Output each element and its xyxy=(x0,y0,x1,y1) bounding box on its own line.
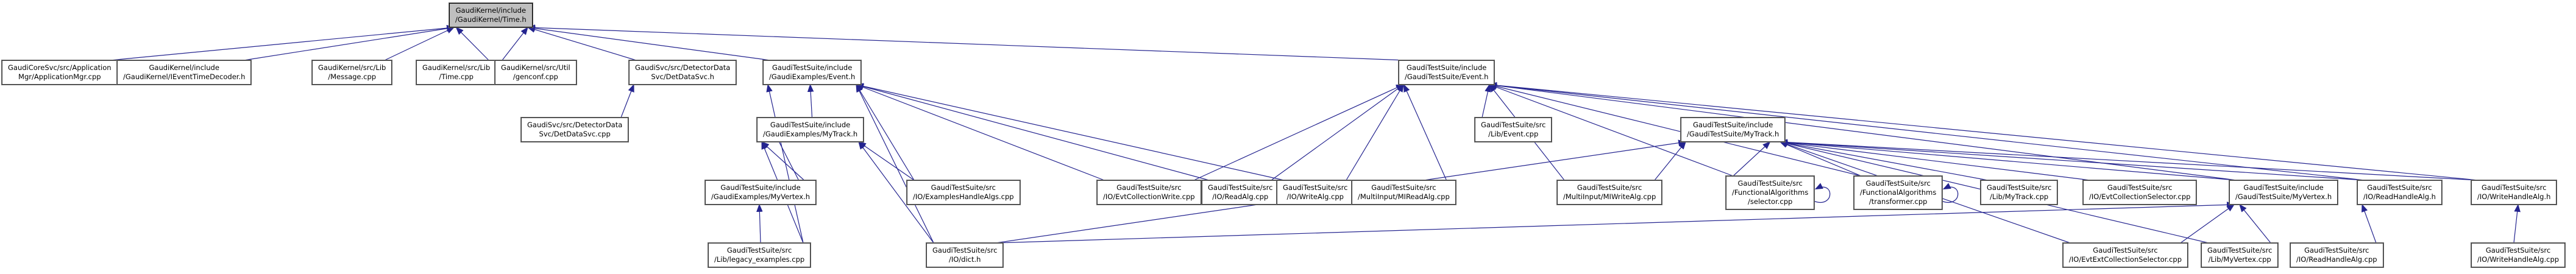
graph-node-detdatasvc_h[interactable]: GaudiSvc/src/DetectorData Svc/DetDataSvc… xyxy=(628,60,737,85)
edge-ietd-to-time_h xyxy=(243,25,455,61)
edge-dict-to-event_ge xyxy=(856,83,934,244)
edge-selector-to-selector xyxy=(1814,183,1831,203)
edge-readhandle_h-to-mytrack_ts xyxy=(1779,139,2365,181)
graph-node-writehandle_h[interactable]: GaudiTestSuite/src /IO/WriteHandleAlg.h xyxy=(2470,180,2558,205)
graph-node-dict[interactable]: GaudiTestSuite/src /IO/dict.h xyxy=(925,242,1004,268)
graph-node-writealg[interactable]: GaudiTestSuite/src /IO/WriteAlg.cpp xyxy=(1276,180,1355,205)
graph-node-readalg[interactable]: GaudiTestSuite/src /IO/ReadAlg.cpp xyxy=(1201,180,1280,205)
edge-time_cpp-to-time_h xyxy=(455,27,489,61)
graph-node-mytrack_ge[interactable]: GaudiTestSuite/include /GaudiExamples/My… xyxy=(756,117,865,142)
graph-node-evtcolwrite[interactable]: GaudiTestSuite/src /IO/EvtCollectionWrit… xyxy=(1096,180,1202,205)
edge-readhandle_cpp-to-readhandle_h xyxy=(2361,203,2377,244)
graph-node-mytrack_cpp[interactable]: GaudiTestSuite/src /Lib/MyTrack.cpp xyxy=(1979,180,2059,205)
edge-evtcolwrite-to-event_ge xyxy=(855,84,1105,181)
graph-node-myvertex_ge[interactable]: GaudiTestSuite/include /GaudiExamples/My… xyxy=(704,180,817,205)
graph-node-readhandle_cpp[interactable]: GaudiTestSuite/src /IO/ReadHandleAlg.cpp xyxy=(2290,242,2384,268)
edge-readhandle_h-to-event_ts xyxy=(1488,82,2365,181)
graph-node-legacy[interactable]: GaudiTestSuite/src /Lib/legacy_examples.… xyxy=(707,242,812,268)
graph-node-myvertex_cpp[interactable]: GaudiTestSuite/src /Lib/MyVertex.cpp xyxy=(2200,242,2279,268)
edge-legacy-to-event_ge xyxy=(766,83,804,244)
edge-myvertex_cpp-to-myvertex_ts xyxy=(2239,203,2271,244)
graph-node-evtextcolsel[interactable]: GaudiTestSuite/src /IO/EvtExtCollectionS… xyxy=(2062,242,2188,268)
edge-myvertex_ts-to-mytrack_ts xyxy=(1779,139,2237,181)
graph-node-miwritealg[interactable]: GaudiTestSuite/src /MultiInput/MIWriteAl… xyxy=(1556,180,1663,205)
edge-dict-to-myvertex_ts xyxy=(995,202,2235,244)
graph-node-selector[interactable]: GaudiTestSuite/src /FunctionalAlgorithms… xyxy=(1725,175,1815,210)
edge-readalg-to-event_ts xyxy=(1271,84,1405,181)
edge-myvertex_ts-to-event_ts xyxy=(1488,82,2237,181)
graph-node-detdatasvc_cpp[interactable]: GaudiSvc/src/DetectorData Svc/DetDataSvc… xyxy=(520,117,630,142)
edge-selector-to-mytrack_ts xyxy=(1733,141,1771,177)
edge-mytrack_cpp-to-mytrack_ts xyxy=(1779,139,1989,181)
edge-mytrack_ge-to-event_ge xyxy=(807,83,814,118)
edge-transformer-to-transformer xyxy=(1942,183,1959,203)
graph-node-event_ge[interactable]: GaudiTestSuite/include /GaudiExamples/Ev… xyxy=(762,60,862,85)
edge-miwritealg-to-mytrack_ts xyxy=(1654,141,1686,181)
edge-evtcolwrite-to-event_ts xyxy=(1193,84,1405,181)
edge-exhandle-to-event_ge xyxy=(856,83,915,181)
edge-writehandle_cpp-to-writehandle_h xyxy=(2513,203,2521,244)
edge-writealg-to-event_ts xyxy=(1346,83,1404,181)
edge-detdatasvc_cpp-to-detdatasvc_h xyxy=(620,83,634,118)
edge-event_ge-to-time_h xyxy=(527,25,771,61)
edge-mireadalg-to-event_ts xyxy=(1403,83,1447,181)
edge-myvertex_ge-to-mytrack_ge xyxy=(761,141,804,181)
edge-exhandle-to-mytrack_ge xyxy=(857,141,915,181)
edge-transformer-to-mytrack_ts xyxy=(1779,141,1862,177)
edge-evtcolsel-to-mytrack_ts xyxy=(1779,139,2091,181)
graph-node-genconf[interactable]: GaudiKernel/src/Util /genconf.cpp xyxy=(494,60,577,85)
graph-node-message[interactable]: GaudiKernel/src/Lib /Message.cpp xyxy=(311,60,393,85)
graph-node-writehandle_cpp[interactable]: GaudiTestSuite/src /IO/WriteHandleAlg.cp… xyxy=(2470,242,2566,268)
graph-node-time_cpp[interactable]: GaudiKernel/src/Lib /Time.cpp xyxy=(415,60,497,85)
graph-node-appmgr[interactable]: GaudiCoreSvc/src/Application Mgr/Applica… xyxy=(1,60,118,85)
graph-node-event_cpp[interactable]: GaudiTestSuite/src /Lib/Event.cpp xyxy=(1474,117,1553,142)
graph-node-readhandle_h[interactable]: GaudiTestSuite/src /IO/ReadHandleAlg.h xyxy=(2357,180,2443,205)
graph-node-mireadalg[interactable]: GaudiTestSuite/src /MultiInput/MIReadAlg… xyxy=(1351,180,1457,205)
graph-node-myvertex_ts[interactable]: GaudiTestSuite/include /GaudiTestSuite/M… xyxy=(2228,180,2339,205)
edge-event_ts-to-time_h xyxy=(527,24,1407,61)
edge-message-to-time_h xyxy=(384,27,455,61)
edge-genconf-to-time_h xyxy=(502,26,528,61)
edge-detdatasvc_h-to-time_h xyxy=(527,26,637,61)
graph-node-evtcolsel[interactable]: GaudiTestSuite/src /IO/EvtCollectionSele… xyxy=(2082,180,2198,205)
edge-evtextcolsel-to-myvertex_ts xyxy=(2180,204,2235,244)
graph-node-time_h[interactable]: GaudiKernel/include /GaudiKernel/Time.h xyxy=(449,2,533,28)
graph-node-exhandle[interactable]: GaudiTestSuite/src /IO/ExamplesHandleAlg… xyxy=(906,180,1021,205)
edge-writealg-to-event_ge xyxy=(855,83,1285,181)
graph-node-event_ts[interactable]: GaudiTestSuite/include /GaudiTestSuite/E… xyxy=(1397,60,1496,85)
graph-node-transformer[interactable]: GaudiTestSuite/src /FunctionalAlgorithms… xyxy=(1853,175,1943,210)
edge-writehandle_h-to-event_ts xyxy=(1488,82,2479,181)
graph-node-mytrack_ts[interactable]: GaudiTestSuite/include /GaudiTestSuite/M… xyxy=(1680,117,1786,142)
edge-event_cpp-to-event_ts xyxy=(1481,83,1491,118)
edge-legacy-to-myvertex_ge xyxy=(756,203,763,244)
edge-appmgr-to-time_h xyxy=(110,24,455,61)
graph-node-ietd[interactable]: GaudiKernel/include /GaudiKernel/IEventT… xyxy=(116,60,252,85)
edge-writehandle_h-to-mytrack_ts xyxy=(1779,139,2479,181)
edge-readalg-to-event_ge xyxy=(855,83,1210,181)
